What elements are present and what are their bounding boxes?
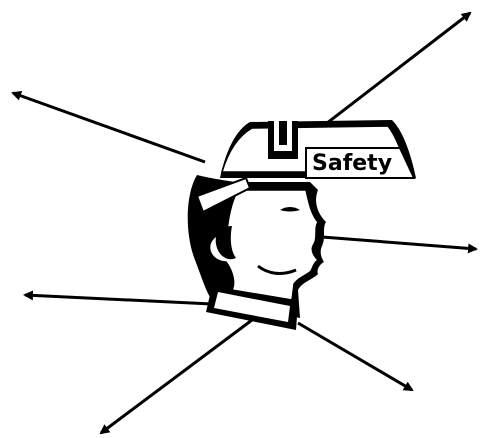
arrow-lower-left xyxy=(101,320,252,433)
arrow-right xyxy=(322,237,476,249)
arrow-left xyxy=(25,295,212,304)
helmet-clip-slot xyxy=(279,121,287,145)
arrow-upper-right xyxy=(318,13,470,130)
arrow-lower-right xyxy=(298,323,412,390)
helmet-label: Safety xyxy=(312,151,392,176)
arrow-upper-left xyxy=(13,93,205,162)
worker-head-icon: Safety xyxy=(188,120,416,330)
